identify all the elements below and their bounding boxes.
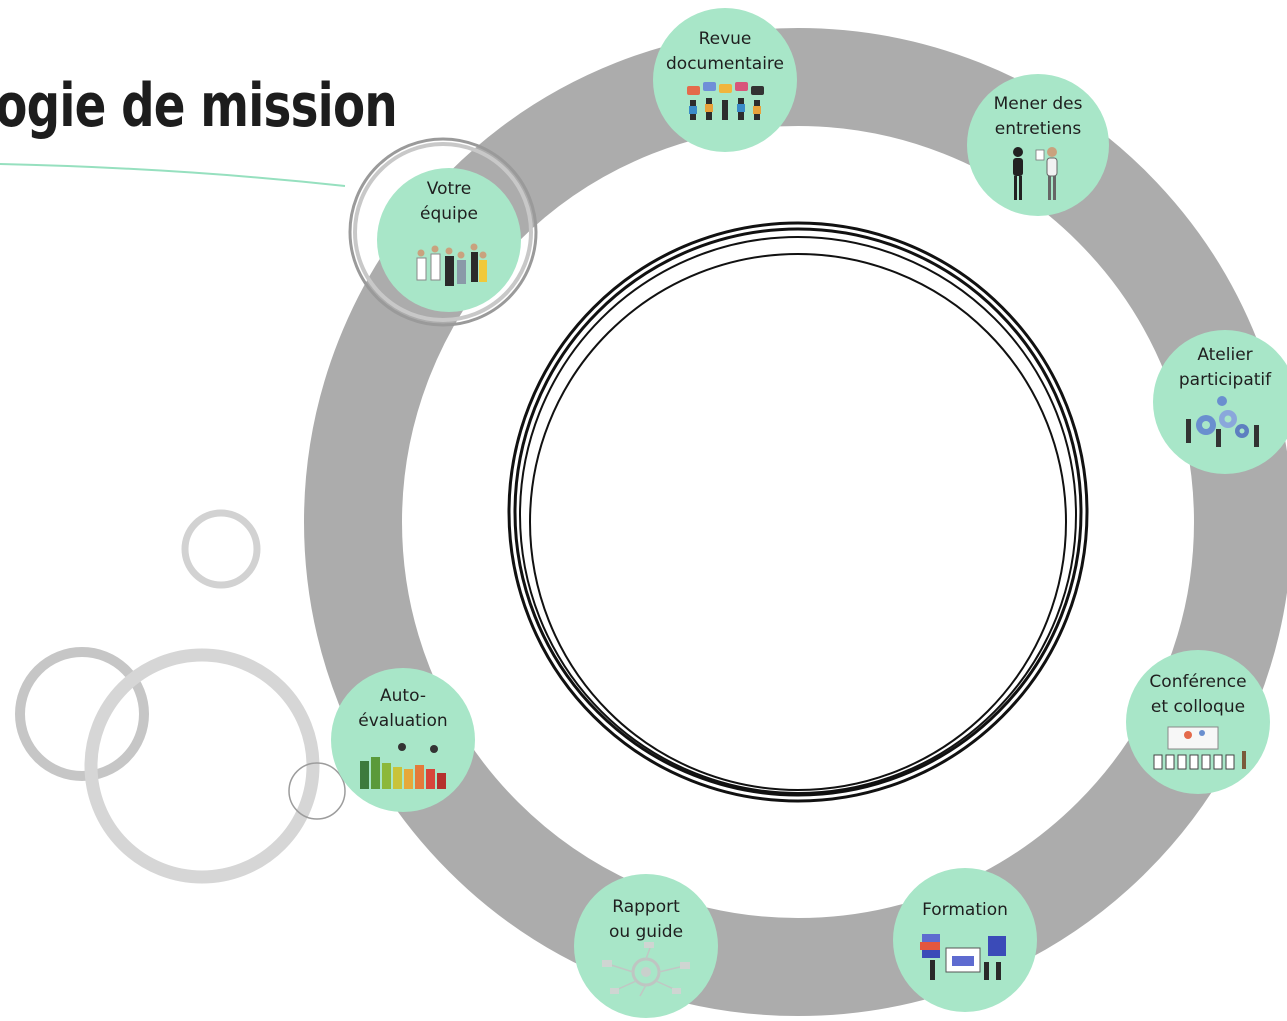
node-disc-entretiens (967, 74, 1109, 216)
center-circles (507, 221, 1089, 803)
node-label-formation: Formation (922, 900, 1008, 920)
interview-people-icon (1013, 147, 1058, 200)
node-label-conference: Conférence et colloque (1149, 672, 1247, 717)
deco-circle-medium (15, 647, 149, 781)
deco-circle-large (84, 648, 320, 884)
rating-bars-icon (360, 743, 446, 789)
node-label-atelier: Atelier participatif (1178, 345, 1272, 390)
node-label-rapport: Rapport ou guide (608, 897, 684, 942)
deco-circle-tiny (288, 762, 346, 820)
node-label-autoeval: Auto- évaluation (358, 686, 448, 731)
speech-bubbles-crowd-icon (687, 82, 764, 120)
audience-presentation-icon (1153, 726, 1246, 770)
node-label-equipe: Votre équipe (420, 179, 478, 224)
deco-circle-small (181, 509, 261, 589)
training-books-icon (920, 934, 1006, 980)
team-group-icon (416, 243, 487, 286)
node-disc-revue (653, 8, 797, 152)
report-network-icon (602, 942, 690, 997)
page-title: logie de mission (0, 71, 398, 141)
gears-team-icon (1186, 396, 1259, 447)
title-underline (0, 163, 346, 187)
process-ring (304, 28, 1287, 1016)
node-label-entretiens: Mener des entretiens (993, 94, 1083, 139)
node-disc-formation (893, 868, 1037, 1012)
highlight-ring (348, 137, 538, 327)
node-label-revue: Revue documentaire (666, 29, 784, 74)
